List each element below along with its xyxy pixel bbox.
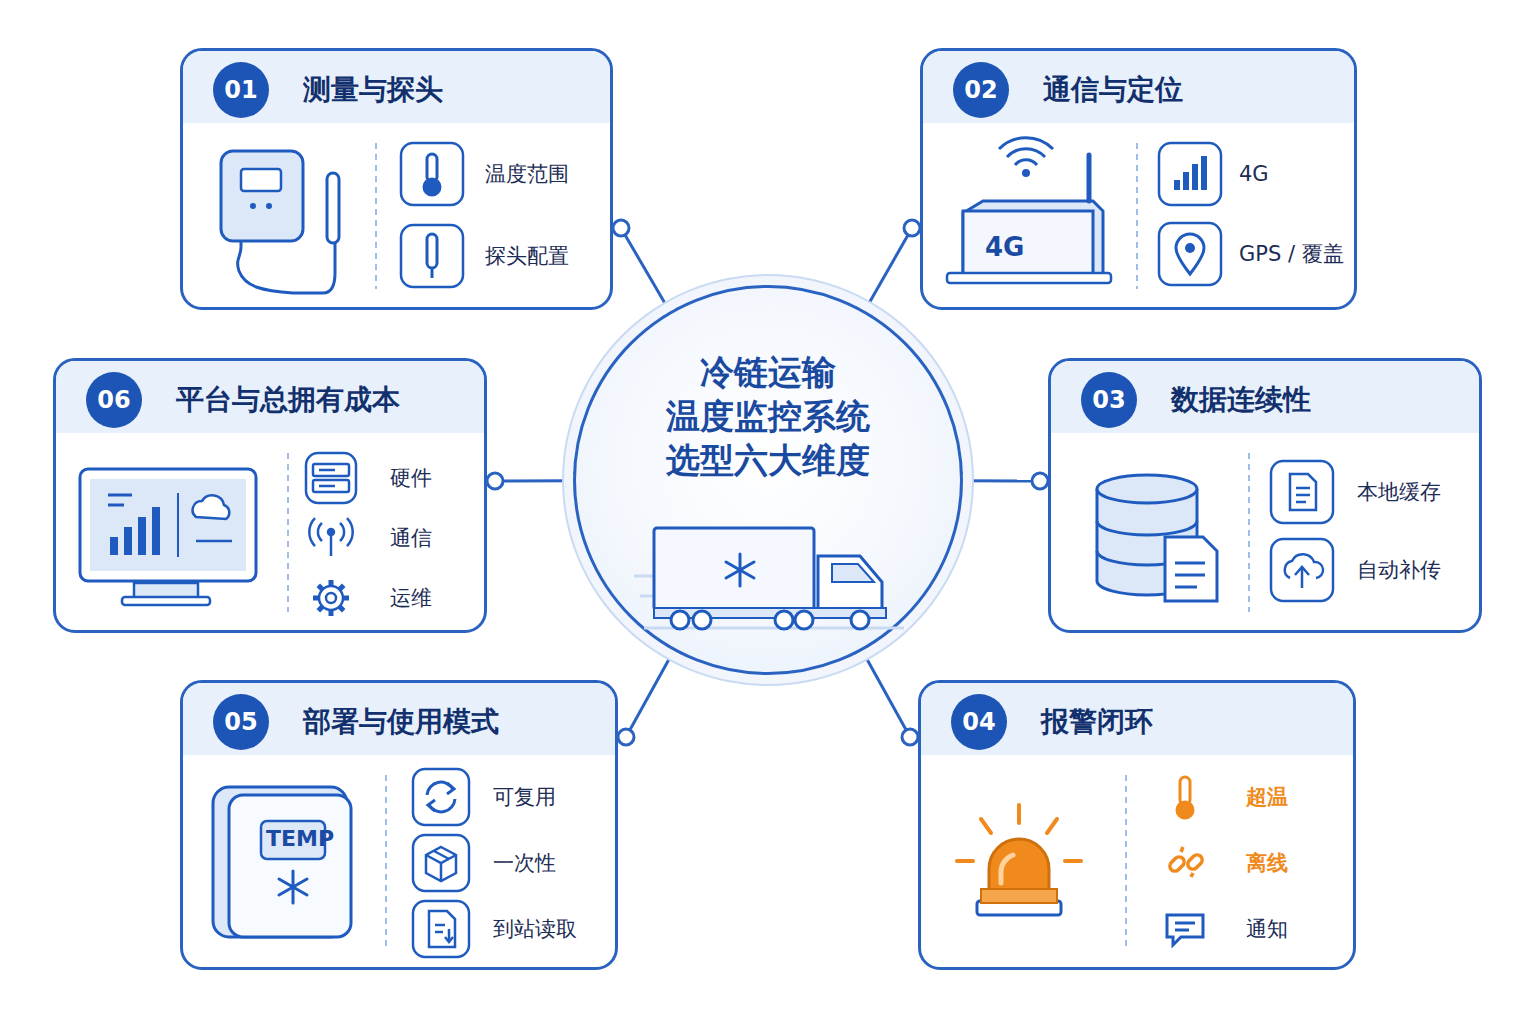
dimension-panel: 05 部署与使用模式可复用一次性到站读取 (180, 680, 618, 970)
item-label: 通信 (390, 524, 432, 552)
connector (955, 473, 1048, 489)
connector (618, 643, 682, 745)
device-label: TEMP (266, 826, 334, 851)
item-label: 硬件 (390, 464, 432, 492)
connector (613, 220, 678, 320)
dimension-panel: 01 测量与探头温度范围探头配置 (180, 48, 613, 310)
item-label: 离线 (1246, 849, 1288, 877)
dimension-panel: 02 通信与定位 4G GPS / 覆盖 (920, 48, 1357, 310)
hub-title: 冷链运输 温度监控系统 选型六大维度 (616, 350, 920, 483)
device-label: 4G (985, 232, 1024, 262)
item-label: 探头配置 (485, 242, 569, 270)
panel-heading: 测量与探头 (303, 71, 443, 109)
connector (487, 473, 581, 489)
item-label: GPS / 覆盖 (1239, 240, 1344, 268)
item-label: 4G (1239, 160, 1269, 188)
callout-number: 04 (951, 694, 1007, 750)
item-label: 通知 (1246, 915, 1288, 943)
callout-number: 05 (213, 694, 269, 750)
panel-heading: 数据连续性 (1171, 381, 1311, 419)
item-label: 温度范围 (485, 160, 569, 188)
panel-heading: 通信与定位 (1043, 71, 1183, 109)
callout-number: 02 (953, 62, 1009, 118)
item-label: 运维 (390, 584, 432, 612)
connector (854, 643, 918, 745)
dimension-panel: 06 平台与总拥有成本硬件通信运维 (53, 358, 487, 633)
item-label: 可复用 (493, 783, 556, 811)
item-label: 自动补传 (1357, 556, 1441, 584)
item-label: 本地缓存 (1357, 478, 1441, 506)
item-label: 超温 (1246, 783, 1288, 811)
panel-heading: 平台与总拥有成本 (176, 381, 400, 419)
connector (857, 220, 920, 319)
panel-heading: 报警闭环 (1041, 703, 1153, 741)
callout-number: 06 (86, 372, 142, 428)
panel-heading: 部署与使用模式 (303, 703, 499, 741)
item-label: 一次性 (493, 849, 556, 877)
item-label: 到站读取 (493, 915, 577, 943)
callout-number: 01 (213, 62, 269, 118)
dimension-panel: 03 数据连续性本地缓存自动补传 (1048, 358, 1482, 633)
dimension-panel: 04 报警闭环超温离线通知 (918, 680, 1356, 970)
callout-number: 03 (1081, 372, 1137, 428)
hub-circle: 冷链运输 温度监控系统 选型六大维度 (573, 285, 963, 675)
